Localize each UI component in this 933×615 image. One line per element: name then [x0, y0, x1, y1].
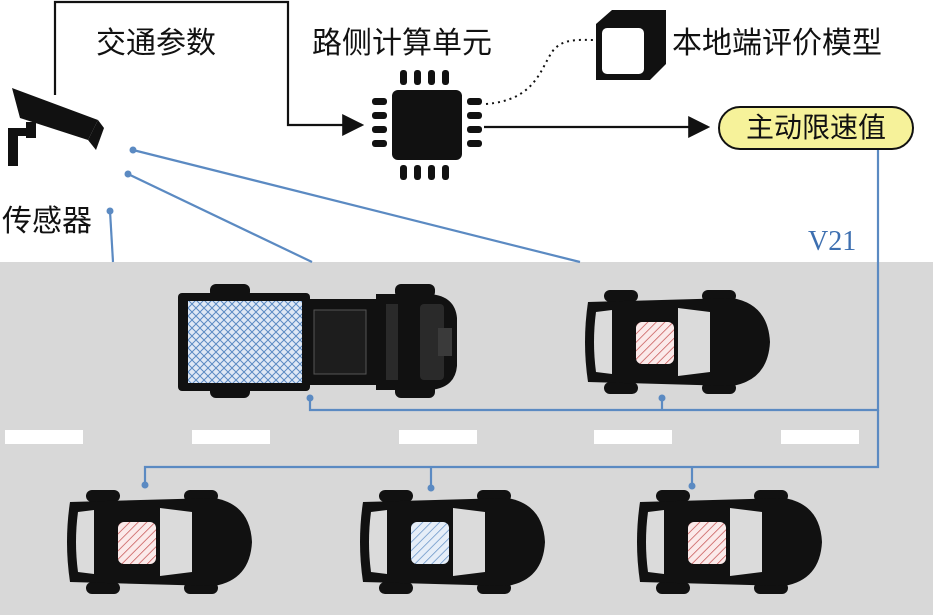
- chip-icon: [372, 70, 482, 180]
- model-link: [485, 38, 596, 105]
- sensor-lines: [108, 148, 581, 264]
- speed-limit-badge: 主动限速值: [718, 106, 914, 150]
- vehicle-tag-label: V21: [808, 226, 857, 257]
- cube-icon: [596, 10, 666, 80]
- rsu-label: 路侧计算单元: [312, 26, 492, 61]
- car-lane2-middle: [360, 490, 545, 594]
- sensor-label: 传感器: [2, 204, 92, 239]
- car-lane1: [585, 290, 770, 394]
- camera-icon: [8, 88, 104, 166]
- sensor-to-rsu-line: [53, 0, 365, 136]
- traffic-params-label: 交通参数: [96, 26, 216, 61]
- car-lane2-left: [67, 490, 252, 594]
- broadcast-dots: [141, 394, 696, 492]
- lane-markings: [5, 430, 859, 444]
- sensor-line-dots: [106, 146, 137, 215]
- truck: [178, 284, 457, 398]
- local-model-label: 本地端评价模型: [672, 26, 882, 61]
- car-lane2-right: [637, 490, 822, 594]
